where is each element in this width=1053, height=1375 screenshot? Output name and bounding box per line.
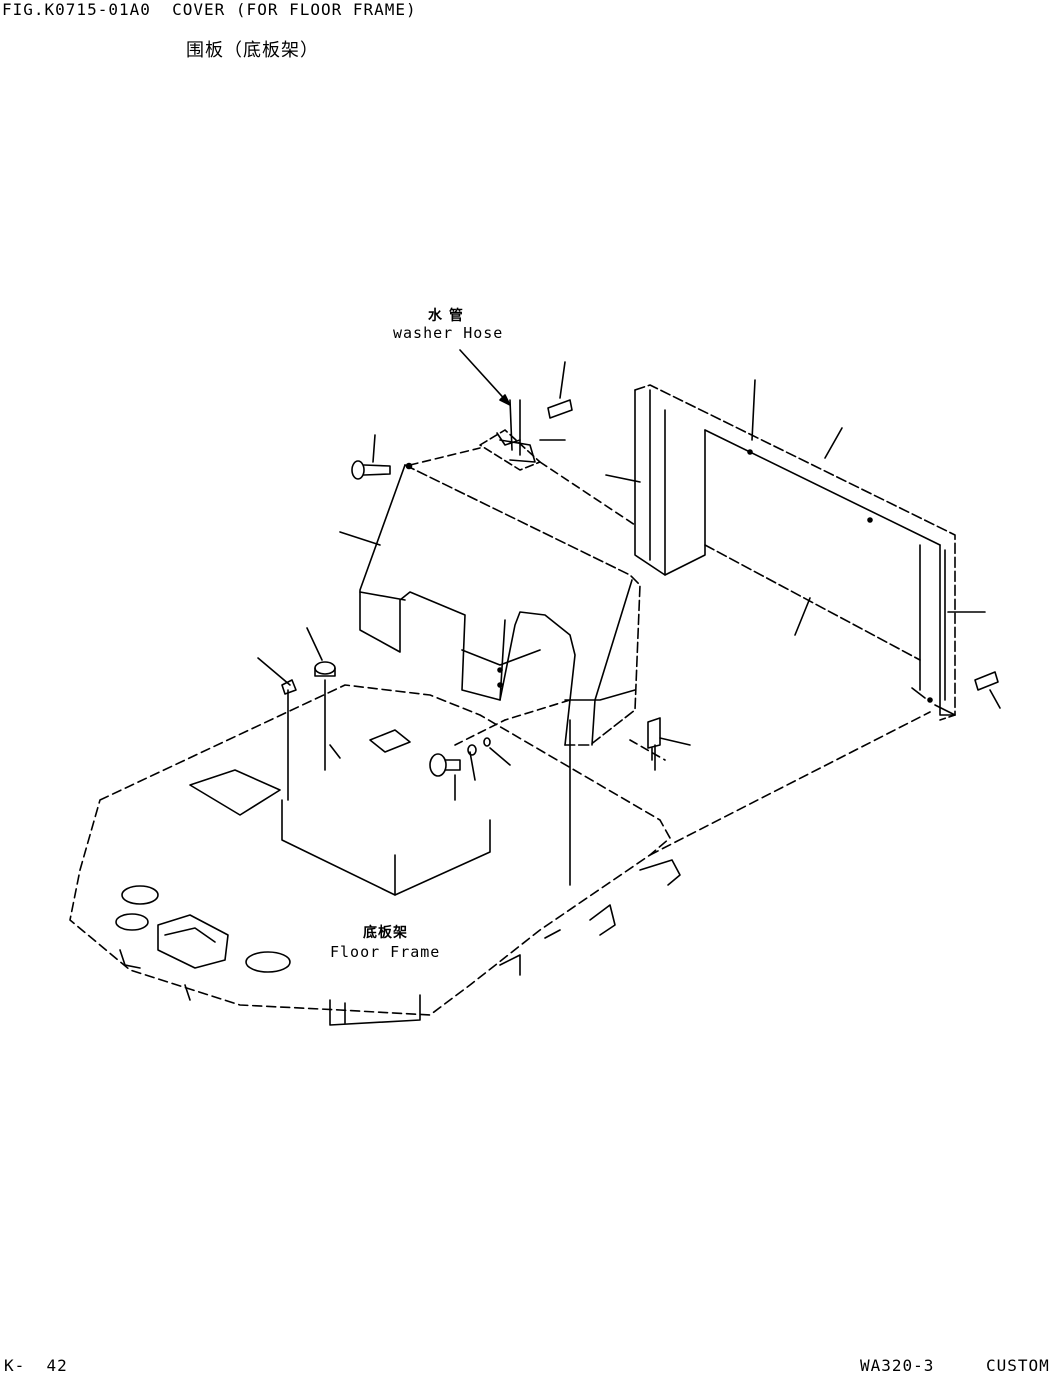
floor-frame-label: Floor Frame <box>330 943 441 961</box>
washer-hose-arrow <box>459 349 511 406</box>
fasteners <box>281 399 999 777</box>
page-number: K- 42 <box>4 1356 68 1375</box>
assembly-lines <box>409 447 666 761</box>
floor-frame-label-cn: 底板架 <box>363 925 408 941</box>
hose-bracket <box>479 399 541 471</box>
main-cover-panel <box>359 462 641 746</box>
model-code: WA320-3 <box>860 1356 935 1375</box>
edition-tag: CUSTOM <box>986 1356 1050 1375</box>
figure-subtitle-cn: 围板（底板架） <box>186 40 319 61</box>
figure-title: FIG.K0715-01A0 COVER (FOR FLOOR FRAME) <box>2 0 417 19</box>
part-leaders <box>257 361 1001 781</box>
vertical-leaders <box>287 679 656 886</box>
floor-frame <box>69 684 931 1016</box>
washer-hose-label-cn: 水 管 <box>428 308 464 324</box>
rear-frame <box>634 384 956 721</box>
floor-frame-details <box>115 729 681 1026</box>
washer-hose-label: washer Hose <box>393 324 504 342</box>
